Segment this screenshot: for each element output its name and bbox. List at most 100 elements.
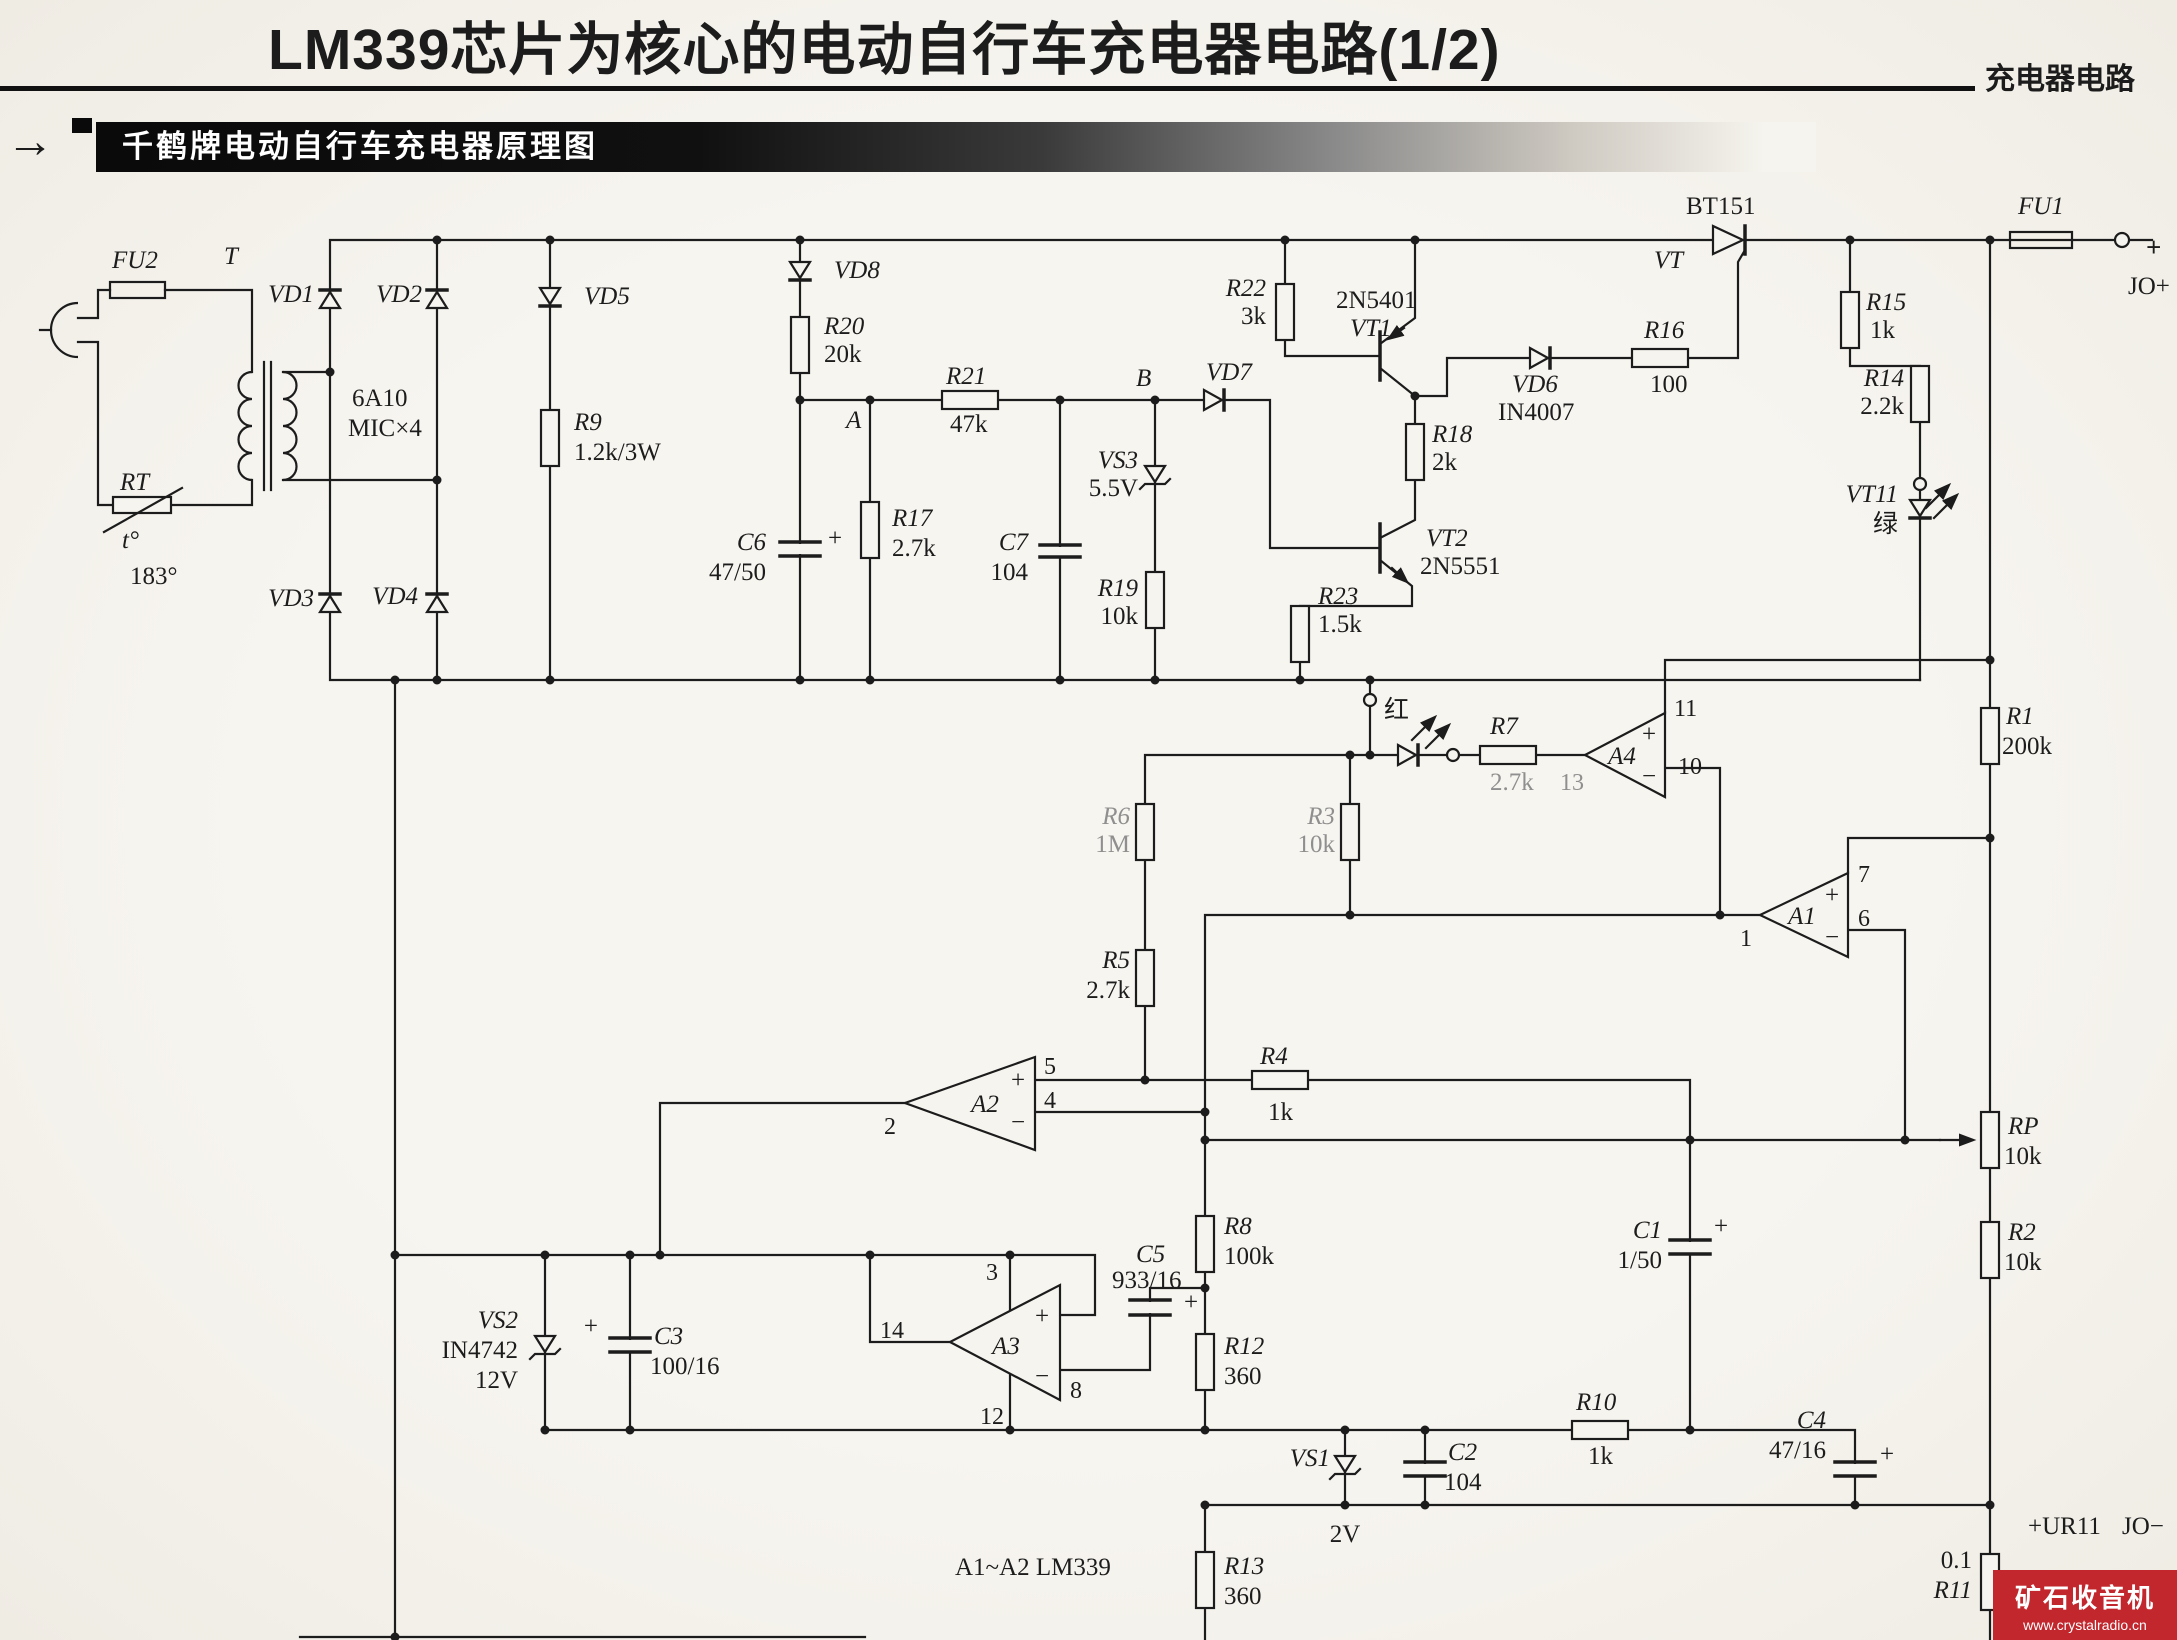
resistor-r7 bbox=[1478, 744, 1538, 766]
section-arrow-icon: → bbox=[6, 115, 54, 168]
c6-value: 47/50 bbox=[709, 559, 766, 586]
r11-value: 0.1 bbox=[1941, 1547, 1972, 1574]
c1-value: 1/50 bbox=[1618, 1247, 1662, 1274]
resistor-r9 bbox=[539, 408, 561, 468]
capacitor-c5 bbox=[1128, 1298, 1172, 1317]
a3-label: A3 bbox=[990, 1333, 1020, 1360]
r7-label: R7 bbox=[1489, 713, 1519, 740]
resistor-r22 bbox=[1274, 282, 1296, 342]
c1-label: C1 bbox=[1633, 1217, 1662, 1244]
vs2-label: VS2 bbox=[478, 1307, 518, 1334]
r13-label: R13 bbox=[1223, 1553, 1264, 1580]
r7-value: 2.7k bbox=[1490, 769, 1534, 796]
c3-plus: + bbox=[584, 1313, 598, 1340]
diode-vd3 bbox=[318, 592, 342, 614]
fu1-label: FU1 bbox=[2017, 193, 2064, 220]
opamp-a4 bbox=[1582, 711, 1667, 799]
capacitor-c1 bbox=[1668, 1238, 1712, 1256]
terminal-green-led bbox=[1912, 476, 1928, 492]
r14-label: R14 bbox=[1863, 365, 1904, 392]
a2-pin4-label: 4 bbox=[1044, 1088, 1056, 1114]
resistor-r4 bbox=[1250, 1069, 1310, 1091]
c5-value: 933/16 bbox=[1112, 1267, 1181, 1294]
vs1-value: 2V bbox=[1330, 1521, 1361, 1548]
r13-value: 360 bbox=[1224, 1583, 1262, 1610]
capacitor-c6 bbox=[778, 540, 822, 558]
node-a-label: A bbox=[844, 407, 862, 434]
resistor-r20 bbox=[789, 315, 811, 375]
red-label: 红 bbox=[1384, 696, 1409, 724]
rp-label: RP bbox=[2007, 1113, 2039, 1140]
resistor-r1 bbox=[1979, 706, 2001, 766]
r8-label: R8 bbox=[1223, 1213, 1252, 1240]
capacitor-c7 bbox=[1038, 543, 1082, 559]
r4-label: R4 bbox=[1259, 1043, 1288, 1070]
title-underline bbox=[0, 86, 1975, 91]
r22-value: 3k bbox=[1241, 303, 1267, 330]
r3-label: R3 bbox=[1306, 803, 1335, 830]
vd2-label: VD2 bbox=[376, 281, 422, 308]
resistor-r21 bbox=[940, 389, 1000, 411]
r16-value: 100 bbox=[1650, 371, 1688, 398]
ac-plug-icon bbox=[49, 301, 79, 359]
vt-label: VT bbox=[1654, 247, 1685, 274]
a2-minus: − bbox=[1011, 1109, 1025, 1136]
r18-value: 2k bbox=[1432, 449, 1458, 476]
c2-label: C2 bbox=[1448, 1439, 1477, 1466]
r21-label: R21 bbox=[945, 363, 986, 390]
vt1-part-label: 2N5401 bbox=[1336, 287, 1417, 314]
components bbox=[49, 224, 2131, 1612]
led-green-vt11 bbox=[1908, 482, 1960, 520]
t-label: T bbox=[224, 243, 240, 270]
r9-label: R9 bbox=[573, 409, 602, 436]
r5-label: R5 bbox=[1101, 947, 1130, 974]
transistor-vt1 bbox=[1378, 324, 1406, 382]
r19-value: 10k bbox=[1101, 603, 1139, 630]
resistor-r17 bbox=[859, 500, 881, 560]
resistor-r15 bbox=[1839, 290, 1861, 350]
zener-vs3 bbox=[1138, 464, 1172, 491]
vd7-label: VD7 bbox=[1206, 359, 1253, 386]
r23-label: R23 bbox=[1317, 583, 1358, 610]
junction-dots bbox=[325, 235, 1995, 1640]
r20-label: R20 bbox=[823, 313, 865, 340]
r1-value: 200k bbox=[2002, 733, 2053, 760]
capacitor-c2 bbox=[1403, 1460, 1447, 1478]
a1-pin7-label: 7 bbox=[1858, 862, 1870, 888]
vs2-part-label: IN4742 bbox=[442, 1337, 518, 1364]
fu2-label: FU2 bbox=[111, 247, 158, 274]
r19-label: R19 bbox=[1097, 575, 1139, 602]
vd3-label: VD3 bbox=[268, 585, 314, 612]
page-title: LM339芯片为核心的电动自行车充电器电路(1/2) bbox=[268, 18, 1501, 82]
vs2-value: 12V bbox=[475, 1367, 518, 1394]
resistor-rp bbox=[1979, 1110, 2001, 1170]
r22-label: R22 bbox=[1225, 275, 1266, 302]
r23-value: 1.5k bbox=[1318, 611, 1362, 638]
bridge-part1-label: 6A10 bbox=[352, 385, 408, 412]
a4-pin11-label: 11 bbox=[1674, 696, 1697, 722]
r4-value: 1k bbox=[1268, 1099, 1294, 1126]
r6-value: 1M bbox=[1095, 831, 1130, 858]
c6-label: C6 bbox=[737, 529, 767, 556]
vd5-label: VD5 bbox=[584, 283, 630, 310]
a1-pin6-label: 6 bbox=[1858, 906, 1870, 932]
zener-vs2 bbox=[528, 1334, 562, 1361]
a4-pin10-label: 10 bbox=[1678, 754, 1702, 780]
section-banner: 千鹤牌电动自行车充电器原理图 bbox=[96, 122, 1816, 172]
resistor-r16 bbox=[1630, 347, 1690, 369]
r1-label: R1 bbox=[2005, 703, 2034, 730]
resistor-r6 bbox=[1134, 802, 1156, 862]
vd8-label: VD8 bbox=[834, 257, 880, 284]
c7-value: 104 bbox=[991, 559, 1029, 586]
a4-pin13-label: 13 bbox=[1560, 770, 1584, 796]
resistor-r18 bbox=[1404, 422, 1426, 482]
c4-value: 47/16 bbox=[1769, 1437, 1826, 1464]
diode-vd7 bbox=[1202, 388, 1226, 412]
capacitor-c3 bbox=[608, 1336, 652, 1354]
vt2-part-label: 2N5551 bbox=[1420, 553, 1501, 580]
r3-value: 10k bbox=[1298, 831, 1336, 858]
c3-label: C3 bbox=[654, 1323, 683, 1350]
c6-plus: + bbox=[828, 525, 842, 552]
vt2-label: VT2 bbox=[1426, 525, 1468, 552]
